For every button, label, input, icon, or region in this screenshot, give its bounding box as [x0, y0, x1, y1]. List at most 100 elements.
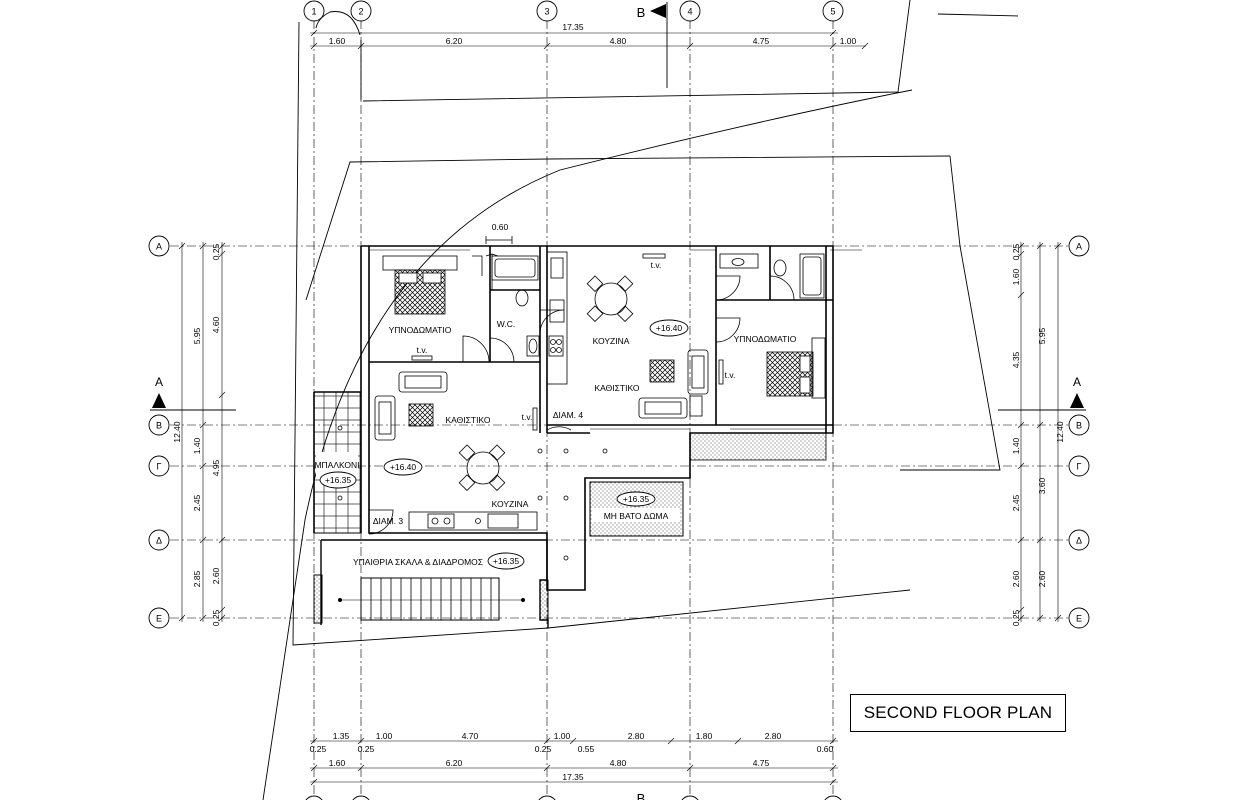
dim-label: 4.70	[462, 731, 479, 741]
grid-label: Α	[1076, 242, 1082, 252]
dim-label: 4.80	[610, 758, 627, 768]
dim-label: 6.20	[446, 36, 463, 46]
bed-left	[382, 255, 458, 315]
bath-fixtures-right	[719, 253, 825, 299]
roof-area-hatch	[689, 432, 827, 461]
apartment-label-3: ΔΙΑΜ. 3	[373, 516, 404, 526]
dim-label: 0.55	[578, 744, 595, 754]
room-label-living-right: ΚΑΘΙΣΤΙΚΟ	[595, 383, 640, 393]
dim-label: 4.60	[211, 316, 221, 333]
level-balcony: +16.35	[325, 475, 352, 485]
dim-label: 12.40	[1055, 421, 1065, 443]
grid-lines	[170, 20, 1070, 800]
room-label-stair: ΥΠΑΙΘΡΙΑ ΣΚΑΛΑ & ΔΙΑΔΡΟΜΟΣ	[353, 557, 483, 567]
dim-label: 2.45	[192, 494, 202, 511]
grid-label: 2	[358, 7, 363, 17]
room-label-balcony: ΜΠΑΛΚΟΝΙ	[314, 460, 359, 470]
wc-fixtures	[491, 255, 540, 357]
grid-marker-2	[350, 0, 372, 22]
grid-label: 1	[311, 7, 316, 17]
dim-label: 12.40	[172, 421, 182, 443]
dim-total-bottom: 17.35	[562, 772, 584, 782]
room-label-bedroom-right: ΥΠΝΟΔΩΜΑΤΙΟ	[734, 334, 797, 344]
tv-units	[411, 253, 724, 431]
section-label: Α	[155, 375, 163, 389]
grid-label: Α	[156, 242, 162, 252]
grid-label: 5	[830, 7, 835, 17]
grid-label: Δ	[1076, 536, 1082, 546]
dim-label: 4.35	[1011, 351, 1021, 368]
dim-label: 1.60	[329, 758, 346, 768]
dim-label: 2.60	[1011, 570, 1021, 587]
section-label: Α	[1073, 375, 1081, 389]
tv-label: t.v.	[651, 260, 662, 270]
doors	[368, 236, 795, 535]
dim-label: 1.60	[329, 36, 346, 46]
right-dimensions	[1017, 242, 1062, 622]
dim-label: 0.25	[1011, 243, 1021, 260]
apartment-label-4: ΔΙΑΜ. 4	[553, 410, 584, 420]
windows	[370, 249, 862, 430]
kitchen-counter-right	[546, 251, 568, 385]
dim-label: 4.75	[753, 758, 770, 768]
dim-label: 0.25	[1011, 609, 1021, 626]
dining-table-left	[458, 444, 506, 492]
dim-label: 2.85	[192, 570, 202, 587]
section-markers: Α Α Β Β	[150, 2, 1086, 800]
grid-marker-4	[679, 0, 701, 22]
grid-label: Β	[156, 421, 162, 431]
dim-label: 1.60	[1011, 268, 1021, 285]
dim-label: 1.00	[376, 731, 393, 741]
top-dimensions	[310, 29, 869, 50]
sofas	[374, 349, 709, 441]
level-roof: +16.35	[623, 494, 650, 504]
room-label-kitchen-left: ΚΟΥΖΙΝΑ	[492, 499, 529, 509]
level-stair: +16.35	[493, 556, 520, 566]
dim-label: 2.45	[1011, 494, 1021, 511]
bottom-dimensions	[310, 737, 838, 786]
room-label-bedroom-left: ΥΠΝΟΔΩΜΑΤΙΟ	[389, 325, 452, 335]
dim-label: 0.60	[817, 744, 834, 754]
dim-label: 2.60	[211, 567, 221, 584]
dim-label: 1.40	[192, 437, 202, 454]
section-label: Β	[637, 5, 646, 20]
kitchen-counter-left	[408, 511, 538, 531]
grid-label: Ε	[156, 614, 162, 624]
grid-marker-3	[536, 0, 558, 22]
dim-label: 0.25	[310, 744, 327, 754]
dim-label: 1.00	[554, 731, 571, 741]
dim-label: 4.95	[211, 459, 221, 476]
grid-column-markers-bottom	[305, 795, 842, 800]
bed-right	[766, 337, 826, 399]
dim-total-top: 17.35	[562, 22, 584, 32]
dim-label: 4.80	[610, 36, 627, 46]
dining-table-right	[586, 275, 634, 323]
tv-label: t.v.	[522, 412, 533, 422]
dim-label: 1.80	[696, 731, 713, 741]
dim-label: 3.60	[1037, 477, 1047, 494]
grid-column-markers-top: 1 2 3 4 5	[303, 0, 844, 22]
dim-label: 6.20	[446, 758, 463, 768]
grid-label: 3	[544, 7, 549, 17]
dim-label: 5.95	[1037, 327, 1047, 344]
dim-label: 0.25	[358, 744, 375, 754]
level-living-left: +16.40	[390, 462, 417, 472]
dim-door-width: 0.60	[492, 222, 509, 232]
grid-label: Γ	[1077, 462, 1082, 472]
grid-row-markers: Α Β Γ Δ Ε Α Β Γ Δ Ε	[148, 235, 1090, 629]
dim-label: 0.25	[535, 744, 552, 754]
outdoor-stair	[313, 539, 549, 628]
left-dimensions	[178, 242, 226, 622]
dim-label: 1.40	[1011, 437, 1021, 454]
balcony	[313, 391, 362, 534]
grid-label: 4	[687, 7, 692, 17]
drawing-title: SECOND FLOOR PLAN	[850, 694, 1066, 732]
room-label-roof: ΜΗ ΒΑΤΟ ΔΩΜΑ	[604, 511, 669, 521]
room-label-kitchen-right: ΚΟΥΖΙΝΑ	[593, 336, 630, 346]
level-markers	[319, 319, 689, 570]
section-label: Β	[637, 791, 646, 800]
dim-label: 0.25	[211, 609, 221, 626]
dim-label: 2.60	[1037, 570, 1047, 587]
dim-label: 1.00	[840, 36, 857, 46]
dim-label: 4.75	[753, 36, 770, 46]
